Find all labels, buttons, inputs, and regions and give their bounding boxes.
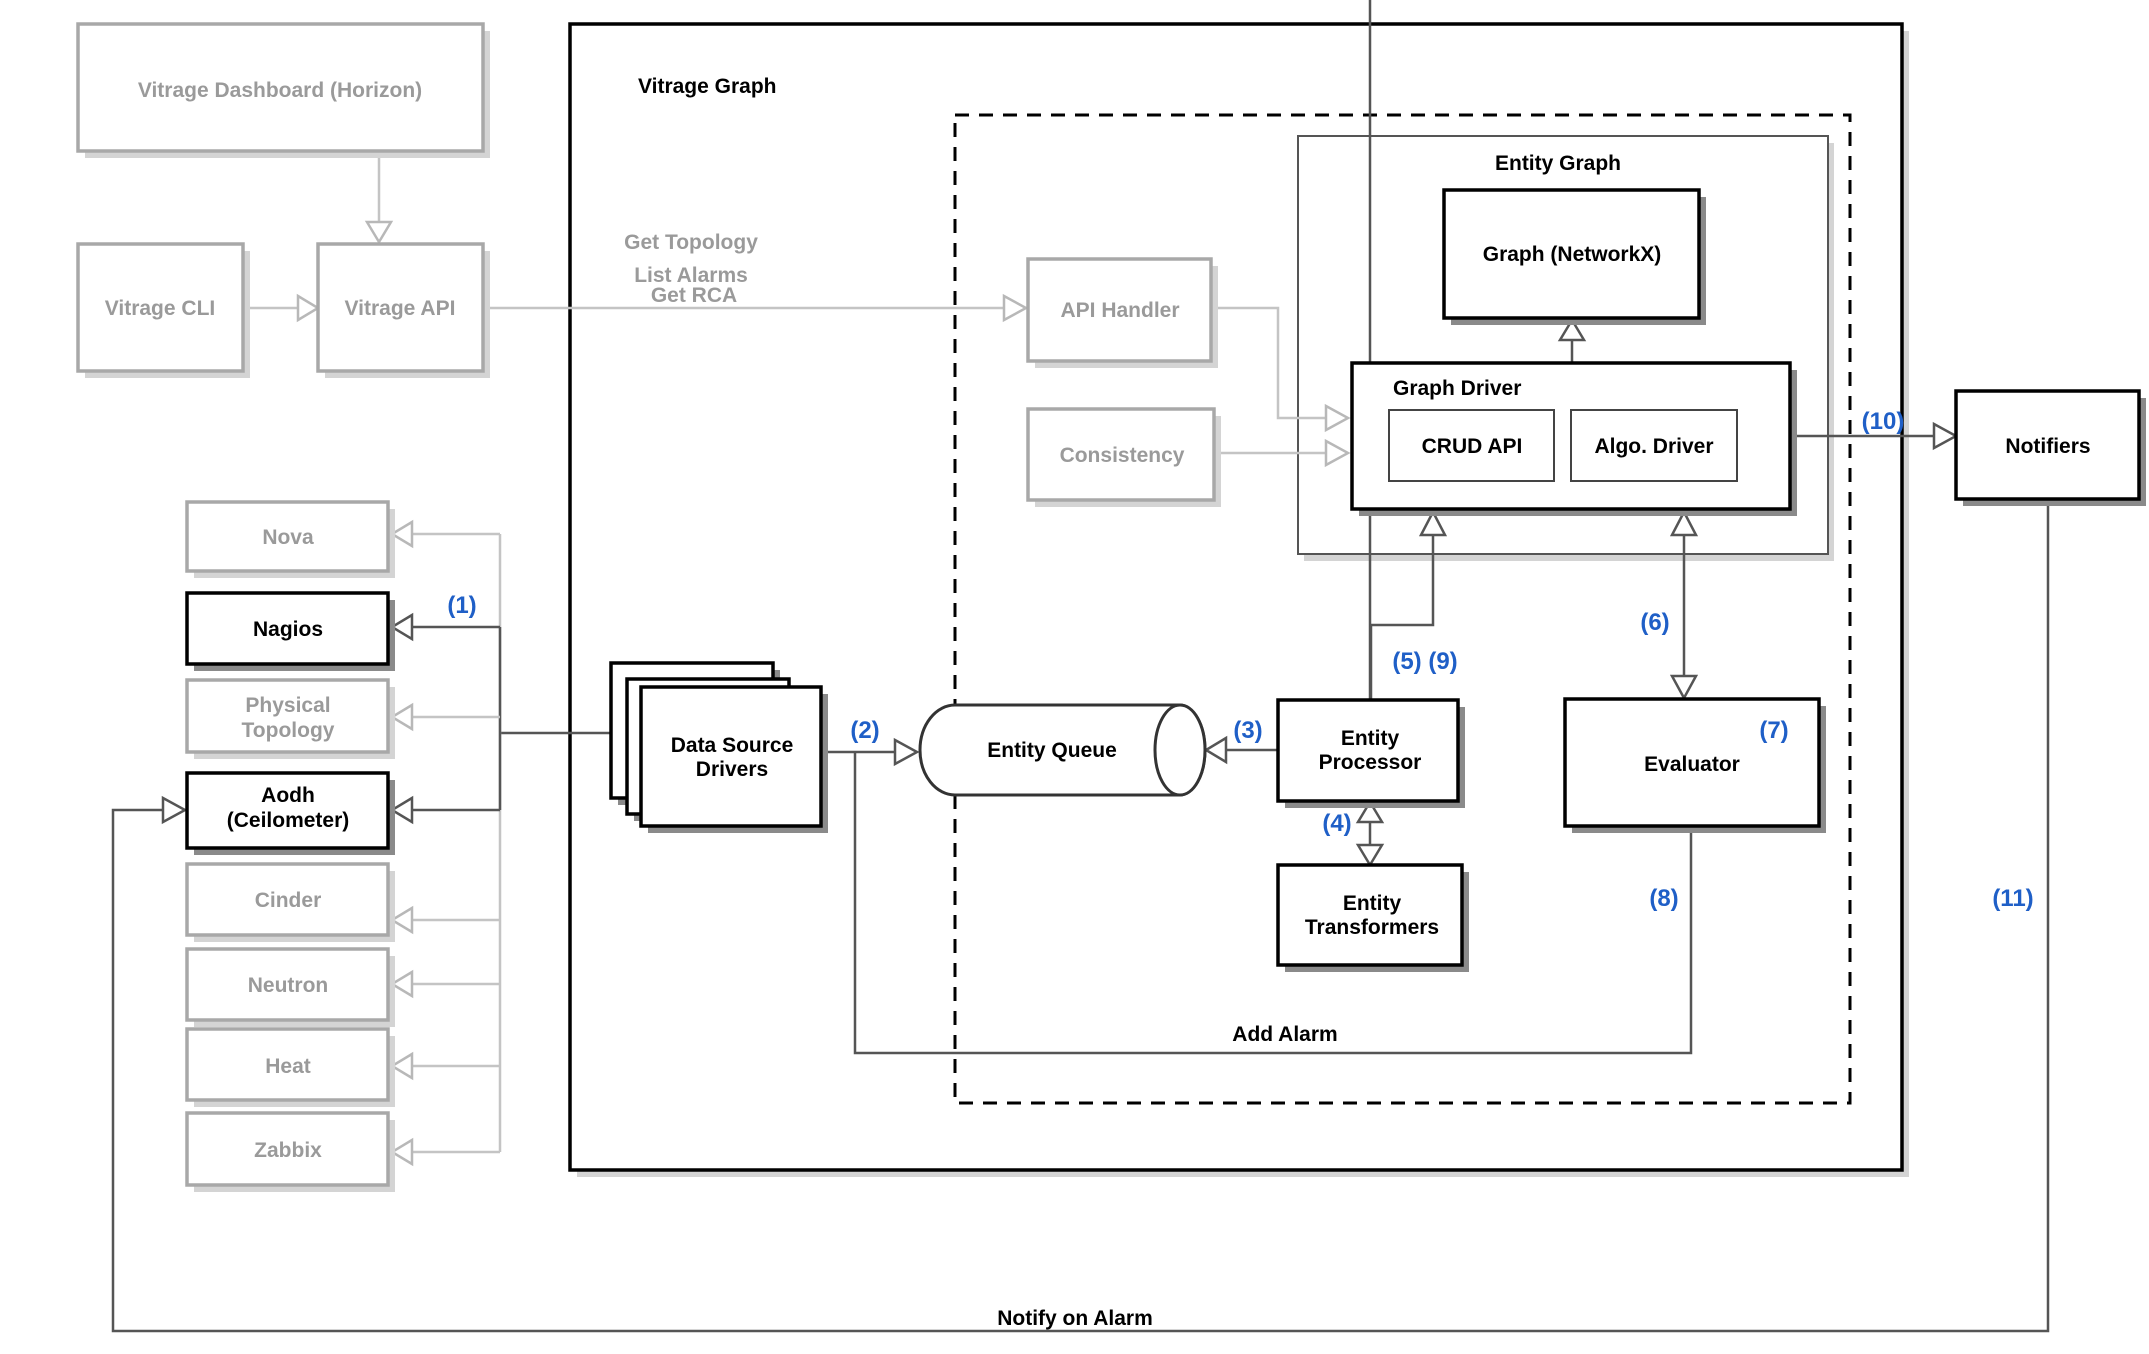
graph-driver-box[interactable]: Graph Driver (1350, 361, 1797, 516)
arrowhead-evaluator-top (1669, 674, 1699, 701)
graph-networkx-label: Graph (NetworkX) (1483, 243, 1662, 266)
arrowhead-physical-topology (389, 702, 414, 732)
step-3-label: (3) (1233, 717, 1262, 744)
step-2-label: (2) (850, 717, 879, 744)
zabbix-box[interactable]: Zabbix (185, 1111, 395, 1192)
consistency-box[interactable]: Consistency (1026, 407, 1221, 507)
vitrage-api-box[interactable]: Vitrage API (316, 242, 490, 378)
arrowhead-graphdriver-crud (1418, 509, 1448, 537)
list-alarms-label: List Alarms (634, 264, 748, 287)
data-source-drivers-label-line1: Data Source (671, 734, 794, 757)
arrowhead-api-top (364, 220, 394, 245)
arrowhead-heat (389, 1051, 414, 1081)
api-handler-label: API Handler (1060, 299, 1179, 322)
arrowhead-networkx (1557, 317, 1587, 342)
crud-api-label: CRUD API (1422, 435, 1523, 458)
arrowhead-neutron (389, 969, 414, 999)
step-5-9-label: (5) (9) (1392, 648, 1457, 675)
vitrage-process-boundary (953, 113, 1852, 1105)
arrowhead-aodh-left (161, 795, 188, 825)
arrowhead-nagios (389, 612, 414, 642)
vitrage-dashboard-box[interactable]: Vitrage Dashboard (Horizon) (76, 22, 490, 158)
connector-notifiers-aodh (111, 500, 2050, 1333)
nagios-label: Nagios (253, 618, 323, 641)
step-7-label: (7) (1759, 717, 1788, 744)
nagios-box[interactable]: Nagios (185, 591, 395, 671)
data-source-drivers-box[interactable]: Data Source Drivers (609, 661, 828, 833)
vitrage-cli-box[interactable]: Vitrage CLI (76, 242, 250, 378)
api-request-labels: Get Topology List Alarms Get RCA (624, 231, 758, 307)
get-topology-label: Get Topology (624, 231, 758, 254)
algo-driver-label: Algo. Driver (1594, 435, 1713, 458)
data-source-drivers-label-line2: Drivers (696, 758, 768, 781)
add-alarm-label: Add Alarm (1232, 1023, 1337, 1046)
arrowhead-nova (389, 519, 414, 549)
entity-queue-box[interactable]: Entity Queue (918, 703, 1207, 797)
api-handler-box[interactable]: API Handler (1026, 257, 1218, 368)
heat-label: Heat (265, 1055, 311, 1078)
physical-topology-label-line2: Topology (242, 719, 335, 742)
arrowhead-graphdriver-2 (1324, 438, 1351, 468)
vitrage-api-label: Vitrage API (345, 297, 456, 320)
algo-driver-box[interactable]: Algo. Driver (1570, 409, 1738, 482)
entity-transformers-label-line1: Entity (1343, 892, 1402, 915)
consistency-label: Consistency (1060, 444, 1185, 467)
notifiers-label: Notifiers (2005, 435, 2090, 458)
arrowhead-notifiers (1932, 421, 1959, 451)
entity-queue-cylinder-cap (1153, 703, 1207, 797)
arrowhead-api-left (296, 293, 321, 323)
physical-topology-box[interactable]: Physical Topology (185, 678, 395, 759)
vitrage-dashboard-label: Vitrage Dashboard (Horizon) (138, 79, 422, 102)
vitrage-cli-label: Vitrage CLI (105, 297, 215, 320)
step-10-label: (10) (1862, 408, 1905, 435)
step-6-label: (6) (1640, 609, 1669, 636)
cinder-label: Cinder (255, 889, 322, 912)
arrowhead-processor-bottom (1355, 799, 1385, 824)
entity-transformers-box[interactable]: Entity Transformers (1276, 863, 1469, 972)
nova-box[interactable]: Nova (185, 500, 395, 578)
evaluator-label: Evaluator (1644, 753, 1740, 776)
entity-queue-label: Entity Queue (987, 739, 1117, 762)
step-1-label: (1) (447, 592, 476, 619)
arrowhead-queue-right (1203, 735, 1228, 765)
get-rca-label: Get RCA (651, 284, 737, 307)
arrowhead-graphdriver-1 (1324, 403, 1351, 433)
arrowhead-transformers-top (1355, 843, 1385, 868)
entity-processor-box[interactable]: Entity Processor (1276, 698, 1465, 808)
entity-transformers-label-line2: Transformers (1305, 916, 1439, 939)
nova-label: Nova (262, 526, 314, 549)
evaluator-box[interactable]: Evaluator (1563, 697, 1826, 833)
arrowhead-aodh (389, 795, 414, 825)
entity-processor-label-line2: Processor (1319, 751, 1422, 774)
neutron-box[interactable]: Neutron (185, 947, 395, 1027)
physical-topology-label-line1: Physical (245, 694, 330, 717)
step-4-label: (4) (1322, 810, 1351, 837)
aodh-label-line2: (Ceilometer) (227, 809, 350, 832)
graph-driver-title: Graph Driver (1393, 377, 1521, 400)
connector-evaluator-add-alarm (853, 752, 1693, 1055)
notifiers-box[interactable]: Notifiers (1954, 389, 2146, 506)
entity-processor-label-line1: Entity (1341, 727, 1400, 750)
notify-on-alarm-label: Notify on Alarm (997, 1307, 1153, 1330)
vitrage-graph-title: Vitrage Graph (638, 75, 777, 98)
arrowhead-apihandler (1002, 293, 1029, 323)
connector-apihandler-graphdriver (1211, 306, 1326, 420)
arrowhead-graphdriver-algo (1669, 509, 1699, 537)
aodh-label-line1: Aodh (261, 784, 315, 807)
crud-api-box[interactable]: CRUD API (1388, 409, 1555, 482)
heat-box[interactable]: Heat (185, 1027, 395, 1107)
zabbix-label: Zabbix (254, 1139, 322, 1162)
step-11-label: (11) (1992, 885, 2033, 912)
cinder-box[interactable]: Cinder (185, 862, 395, 942)
neutron-label: Neutron (248, 974, 329, 997)
aodh-box[interactable]: Aodh (Ceilometer) (185, 771, 395, 855)
arrowhead-cinder (389, 905, 414, 935)
arrowhead-zabbix (389, 1137, 414, 1167)
step-8-label: (8) (1649, 885, 1678, 912)
arrowhead-queue-left (893, 737, 920, 767)
graph-networkx-box[interactable]: Graph (NetworkX) (1442, 188, 1706, 325)
connector-processor-graphdriver (1369, 535, 1435, 700)
entity-graph-title: Entity Graph (1495, 152, 1621, 175)
